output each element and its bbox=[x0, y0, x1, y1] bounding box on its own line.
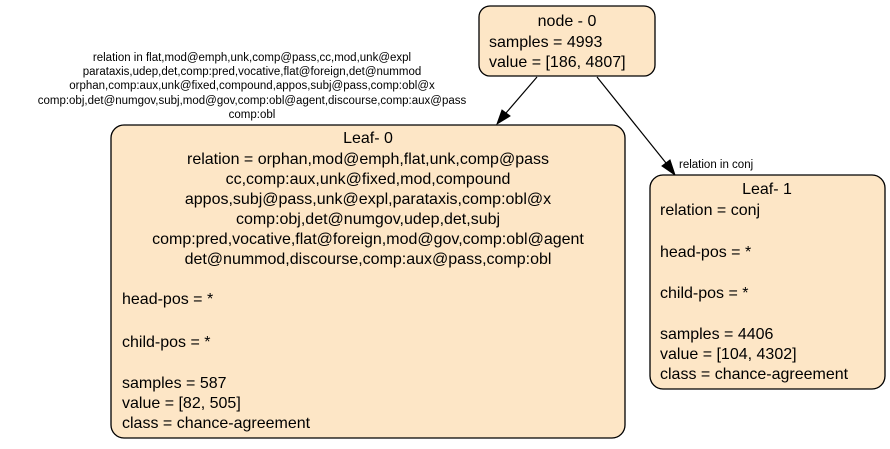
node-leaf0-child-pos: child-pos = * bbox=[122, 334, 211, 351]
edge-label-left: relation in flat,mod@emph,unk,comp@pass,… bbox=[38, 52, 467, 121]
node-leaf1-samples: samples = 4406 bbox=[660, 326, 774, 343]
edge-label-right: relation in conj bbox=[679, 159, 753, 171]
node-leaf0-relation-line: comp:pred,vocative,flat@foreign,mod@gov,… bbox=[152, 231, 584, 248]
edge-label-left-line: comp:obj,det@numgov,subj,mod@gov,comp:ob… bbox=[38, 95, 467, 107]
edge-label-left-line: comp:obl bbox=[229, 109, 276, 121]
node-leaf1-value: value = [104, 4302] bbox=[660, 346, 797, 363]
node-leaf0-relation-line: relation = orphan,mod@emph,flat,unk,comp… bbox=[187, 151, 549, 168]
node-leaf0-relation-line: appos,subj@pass,unk@expl,parataxis,comp:… bbox=[185, 191, 551, 208]
node-root: node - 0 samples = 4993 value = [186, 48… bbox=[478, 5, 656, 77]
node-leaf1-box bbox=[649, 174, 886, 390]
edge-root-to-leaf1 bbox=[596, 76, 676, 177]
node-root-box bbox=[478, 5, 656, 77]
node-leaf1-child-pos: child-pos = * bbox=[660, 285, 749, 302]
node-leaf0-head-pos: head-pos = * bbox=[122, 291, 213, 308]
node-leaf0: Leaf- 0 relation = orphan,mod@emph,flat,… bbox=[110, 124, 626, 439]
node-root-title: node - 0 bbox=[538, 13, 597, 30]
node-leaf1-title: Leaf- 1 bbox=[742, 181, 792, 198]
node-leaf0-title: Leaf- 0 bbox=[343, 130, 393, 147]
node-leaf1-head-pos: head-pos = * bbox=[660, 244, 751, 261]
node-leaf0-relation: relation = orphan,mod@emph,flat,unk,comp… bbox=[152, 151, 584, 268]
node-leaf1: Leaf- 1 relation = conj head-pos = * chi… bbox=[649, 174, 886, 390]
node-leaf0-relation-line: comp:obj,det@numgov,udep,det,subj bbox=[236, 211, 500, 228]
edge-label-left-line: relation in flat,mod@emph,unk,comp@pass,… bbox=[93, 52, 411, 64]
node-leaf1-relation: relation = conj bbox=[660, 202, 760, 219]
edge-root-to-leaf0 bbox=[496, 76, 538, 126]
node-leaf1-class: class = chance-agreement bbox=[660, 366, 849, 383]
node-leaf0-value: value = [82, 505] bbox=[122, 395, 241, 412]
node-root-value: value = [186, 4807] bbox=[489, 54, 626, 71]
node-root-samples: samples = 4993 bbox=[489, 34, 603, 51]
node-leaf0-box bbox=[110, 124, 626, 439]
node-leaf0-relation-line: cc,comp:aux,unk@fixed,mod,compound bbox=[226, 171, 511, 188]
node-leaf0-relation-line: det@nummod,discourse,comp:aux@pass,comp:… bbox=[185, 251, 552, 268]
node-leaf0-class: class = chance-agreement bbox=[122, 415, 311, 432]
edge-label-left-line: parataxis,udep,det,comp:pred,vocative,fl… bbox=[83, 66, 422, 78]
node-leaf0-samples: samples = 587 bbox=[122, 375, 227, 392]
edge-label-left-line: orphan,comp:aux,unk@fixed,compound,appos… bbox=[69, 80, 435, 92]
